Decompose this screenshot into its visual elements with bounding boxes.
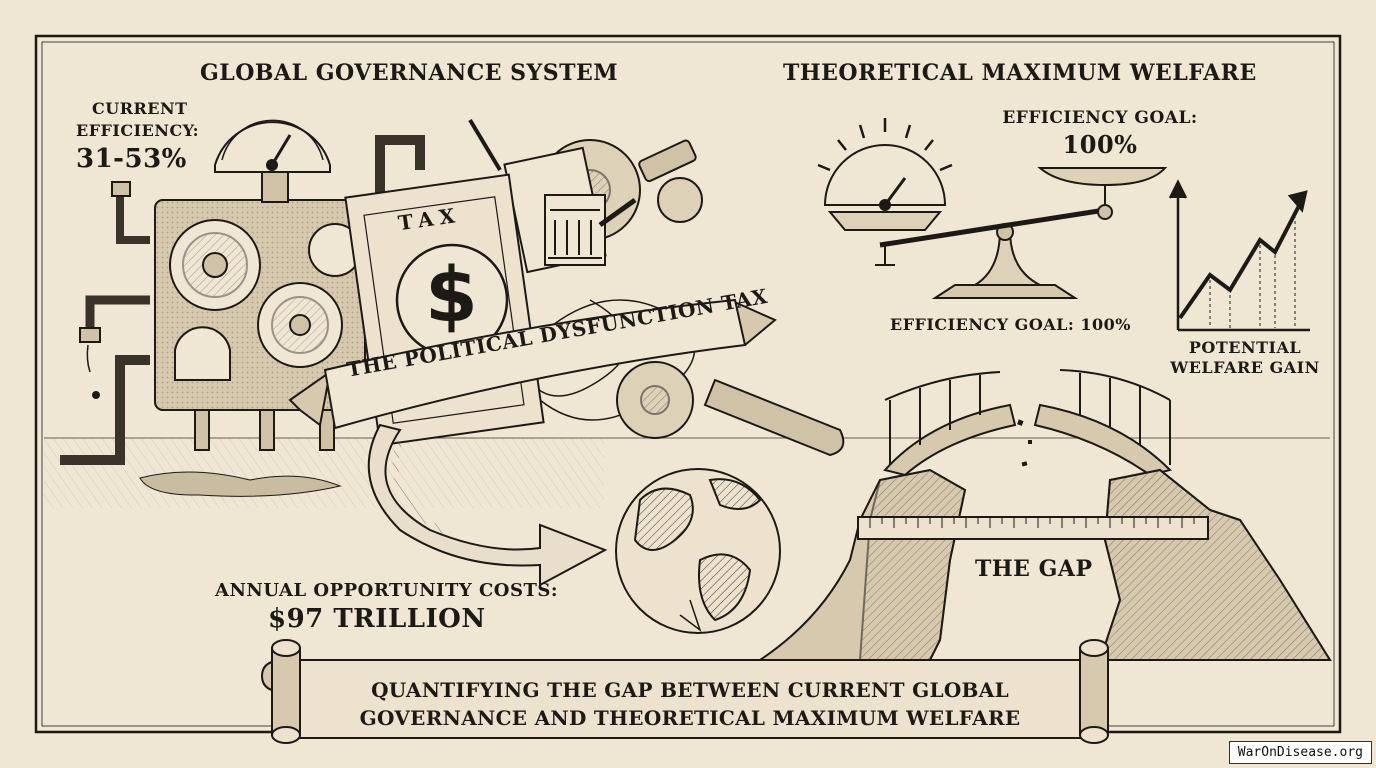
footer-caption: QUANTIFYING THE GAP BETWEEN CURRENT GLOB… — [320, 676, 1060, 732]
chart-caption-line1: POTENTIAL — [1188, 338, 1302, 357]
balance-scale — [817, 118, 1168, 299]
governance-machine — [60, 119, 425, 497]
scale-caption: EFFICIENCY GOAL: 100% — [890, 315, 1132, 334]
cost-label: ANNUAL OPPORTUNITY COSTS: — [215, 580, 558, 601]
growth-chart-icon — [1168, 179, 1310, 332]
chaos-cluster — [468, 118, 845, 457]
stamp-symbol: $ — [425, 250, 479, 339]
efficiency-label-line1: CURRENT — [92, 99, 188, 118]
right-title: THEORETICAL MAXIMUM WELFARE — [783, 60, 1257, 86]
gap-label: THE GAP — [975, 556, 1093, 582]
efficiency-value: 31-53% — [76, 144, 187, 174]
flow-arrow — [367, 423, 608, 587]
footer-line1: QUANTIFYING THE GAP BETWEEN CURRENT GLOB… — [371, 678, 1009, 702]
watermark-link[interactable]: WarOnDisease.org — [1228, 741, 1372, 764]
gap-ruler — [857, 516, 1209, 540]
left-title: GLOBAL GOVERNANCE SYSTEM — [200, 60, 619, 86]
dysfunction-banner — [288, 298, 777, 430]
footer-line2: GOVERNANCE AND THEORETICAL MAXIMUM WELFA… — [359, 706, 1021, 730]
efficiency-label-line2: EFFICIENCY: — [76, 121, 200, 140]
broken-bridge — [883, 369, 1172, 477]
cost-value: $97 TRILLION — [268, 604, 486, 634]
footer-scroll — [260, 639, 1109, 744]
globe-icon — [615, 468, 781, 634]
goal-value: 100% — [1062, 130, 1138, 159]
chart-caption-line2: WELFARE GAIN — [1170, 358, 1320, 377]
goal-label: EFFICIENCY GOAL: — [1002, 108, 1198, 128]
